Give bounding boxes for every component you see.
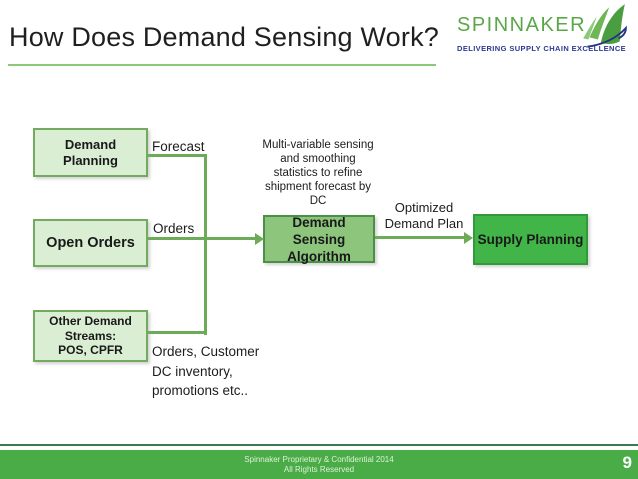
arrowhead-into-algorithm-icon bbox=[255, 232, 264, 245]
logo-tagline-text: DELIVERING SUPPLY CHAIN EXCELLENCE bbox=[457, 44, 627, 53]
page-title: How Does Demand Sensing Work? bbox=[9, 22, 439, 52]
multivariable-note-line: statistics to refine bbox=[273, 167, 363, 179]
other-demand-line3: POS, CPFR bbox=[58, 343, 123, 358]
footer-line1: Spinnaker Proprietary & Confidential 201… bbox=[244, 455, 394, 464]
multivariable-note-line: DC bbox=[309, 195, 327, 207]
connector-trunk-vertical bbox=[204, 154, 207, 335]
open-orders-box: Open Orders bbox=[33, 219, 148, 267]
multivariable-note-line: shipment forecast by bbox=[264, 181, 372, 193]
multivariable-note-line: Multi-variable sensing bbox=[262, 139, 374, 151]
connector-forecast-horizontal bbox=[148, 154, 207, 157]
connector-orders-arrow-line bbox=[148, 237, 256, 240]
streams-detail-line: DC inventory, bbox=[152, 363, 233, 379]
footer-bar bbox=[0, 450, 638, 479]
spinnaker-sail-icon bbox=[577, 4, 629, 57]
multivariable-note-line: and smoothing bbox=[280, 153, 356, 165]
optimized-demand-plan-label: Optimized Demand Plan bbox=[379, 200, 469, 232]
demand-planning-box: Demand Planning bbox=[33, 128, 148, 177]
streams-detail-line: promotions etc.. bbox=[152, 383, 249, 398]
logo-brand-text: SPINNAKER bbox=[457, 14, 587, 36]
open-orders-label: Open Orders bbox=[46, 235, 135, 251]
footer-text: Spinnaker Proprietary & Confidential 201… bbox=[0, 455, 638, 475]
other-demand-line1: Other Demand bbox=[49, 314, 132, 329]
multivariable-note: Multi-variable sensing and smoothing sta… bbox=[243, 138, 393, 208]
spinnaker-logo: SPINNAKER DELIVERING SUPPLY CHAIN EXCELL… bbox=[455, 4, 630, 60]
streams-detail-note: Orders, Customer DC inventory, promotion… bbox=[152, 342, 259, 401]
streams-detail-line: Orders, Customer bbox=[152, 344, 260, 359]
optimized-line1: Optimized bbox=[394, 200, 454, 215]
title-underline bbox=[8, 64, 436, 66]
connector-streams-horizontal bbox=[148, 331, 207, 334]
page-number: 9 bbox=[622, 453, 632, 472]
other-demand-streams-box: Other Demand Streams: POS, CPFR bbox=[33, 310, 148, 362]
footer-divider bbox=[0, 444, 638, 446]
footer-line2: All Rights Reserved bbox=[283, 465, 355, 474]
forecast-label: Forecast bbox=[152, 139, 205, 154]
connector-optimized-arrow-line bbox=[375, 236, 465, 239]
arrowhead-into-supply-planning-icon bbox=[464, 231, 473, 244]
demand-sensing-line1: Demand Sensing bbox=[292, 214, 346, 247]
orders-label: Orders bbox=[153, 221, 195, 236]
demand-planning-line2: Planning bbox=[63, 152, 118, 168]
optimized-line2: Demand Plan bbox=[384, 216, 464, 231]
demand-sensing-algorithm-box: Demand Sensing Algorithm bbox=[263, 214, 375, 264]
supply-planning-box: Supply Planning bbox=[473, 214, 588, 265]
demand-planning-line1: Demand bbox=[64, 136, 117, 152]
supply-planning-label: Supply Planning bbox=[477, 232, 584, 247]
demand-sensing-line2: Algorithm bbox=[287, 248, 351, 264]
other-demand-line2: Streams: bbox=[64, 328, 117, 343]
